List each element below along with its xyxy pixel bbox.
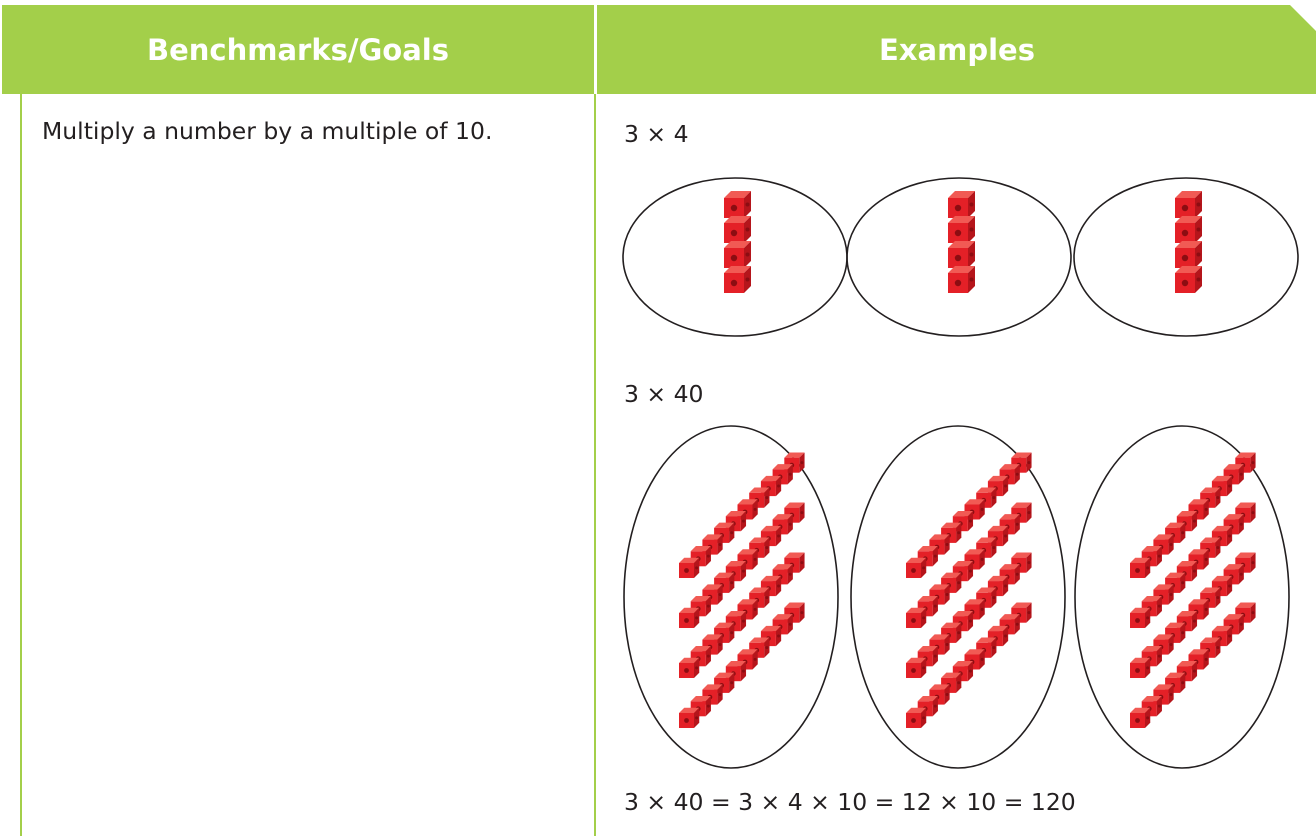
unit-cube <box>948 216 975 243</box>
ten-rod <box>679 552 805 678</box>
rod-cube <box>906 707 927 728</box>
rod-cube <box>702 684 723 705</box>
rod-cube <box>1130 557 1151 578</box>
rod-cube <box>679 707 700 728</box>
unit-cube-group <box>948 191 975 293</box>
rod-cube <box>929 684 950 705</box>
unit-cube <box>724 216 751 243</box>
group-oval-tens <box>623 425 839 769</box>
ten-rod <box>1130 452 1256 578</box>
rod-cube <box>679 557 700 578</box>
unit-cube <box>1175 191 1202 218</box>
unit-cube <box>1175 266 1202 293</box>
rod-cube <box>1130 707 1151 728</box>
table-header: Benchmarks/Goals Examples <box>2 5 1316 94</box>
unit-cube <box>948 191 975 218</box>
ten-rod <box>906 602 1032 728</box>
group-oval-units <box>846 177 1072 337</box>
group-oval-tens <box>1074 425 1290 769</box>
unit-cube <box>1175 241 1202 268</box>
rod-cube <box>679 607 700 628</box>
rod-cube <box>1130 607 1151 628</box>
unit-cube <box>948 266 975 293</box>
example-expression-3x40: 3 × 40 <box>624 380 704 408</box>
page-corner-fold <box>1290 5 1316 31</box>
example-expression-3x4: 3 × 4 <box>624 120 689 148</box>
group-oval-tens <box>850 425 1066 769</box>
ten-rod <box>906 502 1032 628</box>
benchmark-goal-text: Multiply a number by a multiple of 10. <box>42 117 493 145</box>
ten-rod <box>1130 502 1256 628</box>
table-column-divider <box>594 94 596 836</box>
header-divider <box>594 5 597 94</box>
unit-cube <box>724 241 751 268</box>
header-benchmarks-goals: Benchmarks/Goals <box>147 32 449 67</box>
rod-cube <box>1130 657 1151 678</box>
unit-cube-group <box>1175 191 1202 293</box>
rod-cube <box>906 557 927 578</box>
ten-rod-group <box>1130 452 1256 728</box>
rod-cube <box>906 657 927 678</box>
ten-rod-group <box>679 452 805 728</box>
rod-cube <box>725 510 747 532</box>
ten-rod-group <box>906 452 1032 728</box>
unit-cube <box>1175 216 1202 243</box>
ten-rod <box>906 452 1032 578</box>
unit-cube <box>724 191 751 218</box>
rod-cube <box>725 560 747 582</box>
rod-cube <box>906 607 927 628</box>
ten-rod <box>1130 602 1256 728</box>
rod-cube <box>679 657 700 678</box>
unit-cube-group <box>724 191 751 293</box>
ten-rod <box>679 452 805 578</box>
header-examples: Examples <box>879 32 1035 67</box>
ten-rod <box>1130 552 1256 678</box>
table-left-border <box>20 94 22 836</box>
rod-cube <box>772 464 793 485</box>
unit-cube <box>948 241 975 268</box>
example-equation-result: 3 × 40 = 3 × 4 × 10 = 12 × 10 = 120 <box>624 788 1076 816</box>
ten-rod <box>679 502 805 628</box>
ten-rod <box>906 552 1032 678</box>
group-oval-units <box>1073 177 1299 337</box>
ten-rod <box>679 602 805 728</box>
unit-cube <box>724 266 751 293</box>
